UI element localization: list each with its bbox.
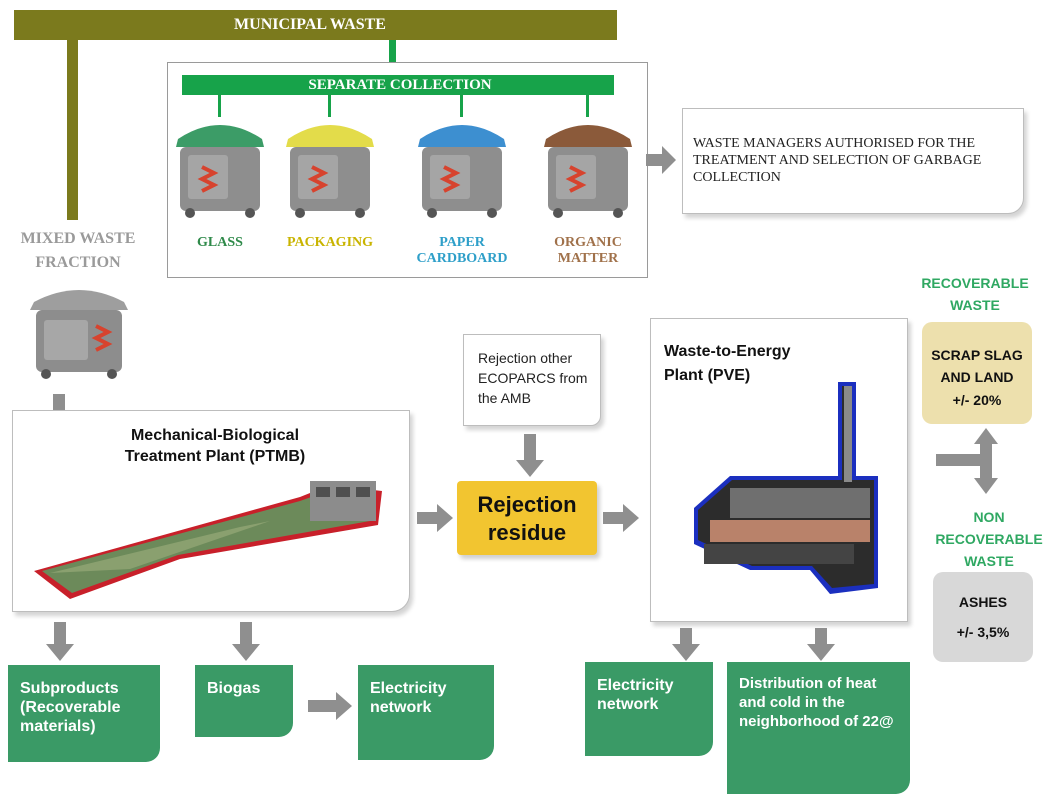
ashes-percent: +/- 3,5% — [956, 624, 1010, 640]
separate-collection-bar — [182, 75, 614, 95]
waste-managers-text: WASTE MANAGERS AUTHORISED FOR THE TREATM… — [693, 136, 982, 185]
recoverable-percent: +/- 20% — [952, 392, 1002, 408]
split-arrow — [936, 428, 998, 494]
bin-label: GLASS — [197, 235, 243, 250]
subproducts-text: Subproducts (Recoverable materials) — [20, 680, 121, 735]
separate-collection-label: SEPARATE COLLECTION — [308, 77, 492, 93]
waste-managers-box: WASTE MANAGERS AUTHORISED FOR THE TREATM… — [682, 108, 1024, 214]
bin-connector — [218, 95, 221, 117]
arrow-ptmb-to-residue — [417, 504, 453, 532]
rejection-residue-box: Rejection residue — [457, 481, 597, 555]
bin-connector — [328, 95, 331, 117]
rejection-residue-text: Rejection residue — [477, 492, 577, 545]
rejection-other-box: Rejection other ECOPARCS from the AMB — [463, 334, 601, 426]
bins-row: GLASS PACKAGING PAPER CARDBOARD ORGANIC MAT… — [170, 95, 640, 275]
arrow-down-electricity-2 — [672, 628, 700, 661]
ptmb-plant-image — [34, 481, 382, 599]
bin-connector — [586, 95, 589, 117]
recoverable-box: SCRAP SLAG AND LAND +/- 20% — [922, 322, 1032, 424]
biogas-box: Biogas — [195, 665, 293, 737]
bin-1: GLASS — [172, 95, 272, 275]
arrow-to-managers — [646, 146, 676, 174]
ashes-box: ASHES +/- 3,5% — [933, 572, 1033, 662]
arrow-biogas-electricity — [308, 692, 352, 720]
electricity-box-2: Electricity network — [585, 662, 713, 756]
electricity-text-2: Electricity network — [597, 677, 674, 713]
subproducts-box: Subproducts (Recoverable materials) — [8, 665, 160, 762]
mixed-waste-label: MIXED WASTE FRACTION — [20, 230, 136, 271]
pve-title: Waste-to-Energy Plant (PVE) — [664, 343, 791, 384]
ashes-text: ASHES — [958, 594, 1008, 610]
mixed-waste-bin-image — [30, 290, 128, 379]
bin-connector — [460, 95, 463, 117]
non-recoverable-title: NON RECOVERABLE WASTE — [935, 509, 1043, 569]
bin-label: PAPER CARDBOARD — [416, 235, 508, 266]
recoverable-box-text: SCRAP SLAG AND LAND — [931, 347, 1023, 385]
arrow-residue-to-pve — [603, 504, 639, 532]
bin-2: PACKAGING — [282, 95, 382, 275]
bin-4: ORGANIC MATTER — [540, 95, 640, 275]
bin-icon — [418, 125, 506, 218]
recoverable-title: RECOVERABLE WASTE — [921, 275, 1029, 313]
pve-plant-image — [694, 382, 878, 594]
biogas-text: Biogas — [207, 680, 261, 697]
bin-icon — [176, 125, 264, 218]
bin-icon — [286, 125, 374, 218]
distribution-box: Distribution of heat and cold in the nei… — [727, 662, 910, 794]
bin-label: ORGANIC MATTER — [554, 235, 622, 266]
separate-link — [389, 40, 396, 65]
bin-label: PACKAGING — [286, 235, 374, 250]
rejection-other-text: Rejection other ECOPARCS from the AMB — [478, 350, 588, 406]
arrow-down-biogas — [232, 622, 260, 661]
ptmb-title: Mechanical-Biological Treatment Plant (P… — [124, 427, 306, 465]
municipal-waste-bar — [14, 10, 617, 40]
municipal-waste-label: MUNICIPAL WASTE — [234, 16, 386, 33]
bin-icon — [544, 125, 632, 218]
arrow-down-subproducts — [46, 622, 74, 661]
arrow-down-distribution — [807, 628, 835, 661]
electricity-text-1: Electricity network — [370, 680, 447, 716]
mixed-waste-stem — [67, 40, 78, 220]
bin-3: PAPER CARDBOARD — [414, 95, 514, 275]
arrow-down-rejection — [516, 434, 544, 477]
electricity-box-1: Electricity network — [358, 665, 494, 760]
distribution-text: Distribution of heat and cold in the nei… — [739, 675, 894, 730]
